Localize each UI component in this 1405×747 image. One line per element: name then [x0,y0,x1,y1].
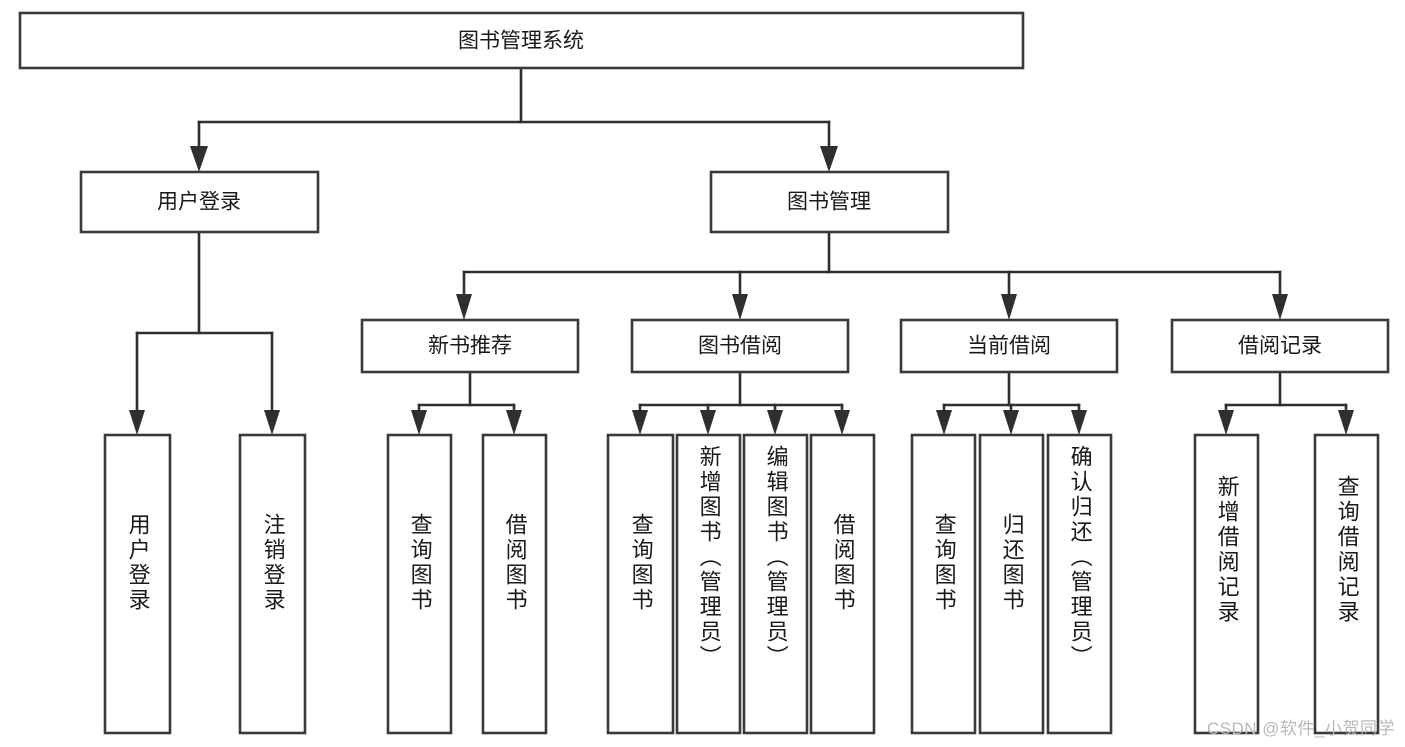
arrow-head-book-manage [820,146,838,172]
arrow-head-br-leaf2 [1338,410,1354,435]
node-book-borrow-box [630,318,850,374]
leaf-box-user-login[interactable] [103,433,172,735]
connector-user-login-to-leaves [129,230,280,435]
arrow-head-bb-leaf1 [632,410,648,435]
arrow-head-nb-leaf1 [411,410,427,435]
arrow-head-nb-leaf2 [506,410,522,435]
arrow-head-cb-leaf1 [936,410,952,435]
arrow-head-leaf-logout [264,410,280,435]
leaf-box-nb-borrow-book[interactable] [481,433,548,735]
leaf-box-br-query-record[interactable] [1313,433,1380,735]
connector-current-borrow-to-leaves [936,370,1087,435]
connector-book-borrow-to-leaves [632,370,850,435]
leaf-box-br-add-record[interactable] [1193,433,1260,735]
node-current-borrow[interactable]: 当前借阅 [899,318,1119,374]
leaf-box-cb-query-book[interactable] [910,433,977,735]
leaf-box-bb-add-book[interactable] [675,433,742,735]
arrow-head-book-borrow [732,294,748,320]
node-user-login-label: 用户登录 [157,191,241,214]
node-root-system[interactable]: 图书管理系统 [18,11,1025,70]
node-book-management[interactable]: 图书管理 [709,170,950,234]
connector-new-book-to-leaves [411,370,522,435]
arrow-head-user-login [190,146,208,172]
leaf-box-bb-edit-book[interactable] [742,433,809,735]
node-current-borrow-label: 当前借阅 [967,335,1051,358]
node-book-management-box [709,170,950,234]
leaf-box-logout[interactable] [238,433,307,735]
arrow-head-cb-leaf2 [1003,410,1019,435]
leaf-box-bb-query-book[interactable] [606,433,675,735]
node-book-management-label: 图书管理 [787,191,871,214]
node-user-login-box [79,170,320,234]
leaf-box-nb-query-book[interactable] [386,433,453,735]
arrow-head-current-borrow [1001,294,1017,320]
leaf-box-cb-confirm-return[interactable] [1046,433,1113,735]
arrow-head-new-book-recommend [456,294,472,320]
node-borrow-records-label: 借阅记录 [1238,335,1322,358]
arrow-head-cb-leaf3 [1071,410,1087,435]
node-root-box [18,11,1025,70]
node-new-book-recommend-box [360,318,580,374]
node-borrow-records[interactable]: 借阅记录 [1170,318,1390,374]
node-book-borrow-label: 图书借阅 [698,335,782,358]
leaf-box-cb-return-book[interactable] [978,433,1045,735]
connector-borrow-records-to-leaves [1218,370,1354,435]
node-borrow-records-box [1170,318,1390,374]
leaf-boxes-group [103,433,1380,735]
node-new-book-recommend[interactable]: 新书推荐 [360,318,580,374]
watermark-text: CSDN @软件_小贺同学 [1206,719,1395,738]
arrow-head-bb-leaf2 [700,410,716,435]
node-current-borrow-box [899,318,1119,374]
arrow-head-leaf-user-login [129,410,145,435]
connector-book-manage-to-level3 [456,230,1288,320]
arrow-head-borrow-records [1272,294,1288,320]
arrow-head-br-leaf1 [1218,410,1234,435]
node-user-login[interactable]: 用户登录 [79,170,320,234]
leaf-box-bb-borrow-book[interactable] [809,433,876,735]
connector-root-to-level2 [190,66,838,172]
arrow-head-bb-leaf3 [767,410,783,435]
node-root-label: 图书管理系统 [458,30,584,53]
arrow-head-bb-leaf4 [834,410,850,435]
node-new-book-recommend-label: 新书推荐 [428,335,512,358]
node-book-borrow[interactable]: 图书借阅 [630,318,850,374]
